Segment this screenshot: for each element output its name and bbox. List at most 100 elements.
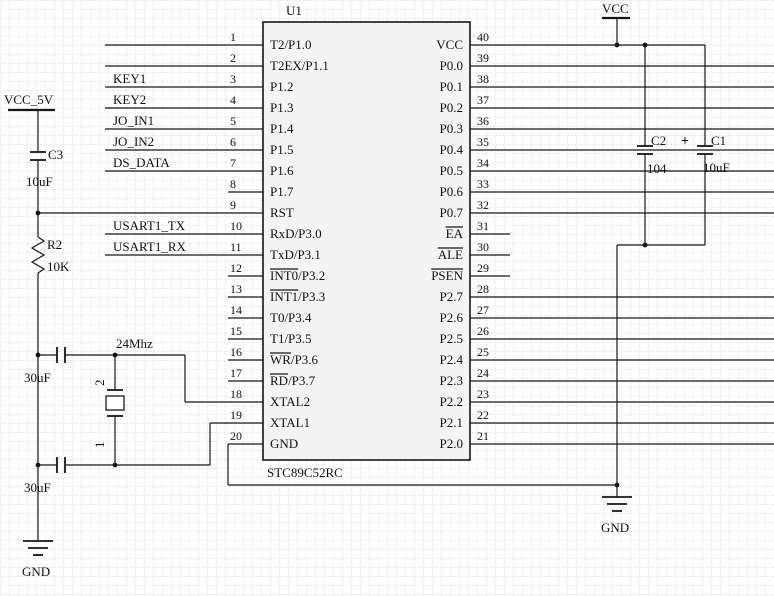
junction-dot <box>35 462 41 468</box>
pin-name: TxD/P3.1 <box>270 247 321 262</box>
ic-designator: U1 <box>286 3 302 18</box>
gnd-symbol-left <box>23 540 53 556</box>
c2-value-label: 104 <box>647 161 667 176</box>
pin-name: P2.2 <box>440 394 463 409</box>
xtal-cap-top <box>38 347 115 363</box>
pin-name: T2/P1.0 <box>270 37 312 52</box>
pin-number: 21 <box>477 429 489 443</box>
xtal-cap-top-value: 30uF <box>24 370 51 385</box>
junction-dot <box>642 42 648 48</box>
net-label: USART1_TX <box>113 218 186 233</box>
right-pins: 40VCC39P0.038P0.137P0.236P0.335P0.434P0.… <box>431 30 774 451</box>
pin-number: 6 <box>230 135 236 149</box>
pin-name: P0.3 <box>440 121 463 136</box>
c1-ref-label: C1 <box>711 133 726 148</box>
pin-number: 36 <box>477 114 489 128</box>
pin-number: 4 <box>230 93 236 107</box>
pin-name: P0.2 <box>440 100 463 115</box>
left-power-branch <box>8 108 55 556</box>
xtal-cap-bottom-value: 30uF <box>24 480 51 495</box>
crystal-value-label: 24Mhz <box>116 336 153 351</box>
pin-name: P1.7 <box>270 184 294 199</box>
pin-number: 26 <box>477 324 489 338</box>
pin-name: P1.4 <box>270 121 294 136</box>
net-label: KEY2 <box>113 92 146 107</box>
pin-number: 7 <box>230 156 236 170</box>
pin-number: 19 <box>230 408 242 422</box>
junction-dot <box>112 462 118 468</box>
pin-name: P1.3 <box>270 100 293 115</box>
pin-name: P0.4 <box>440 142 464 157</box>
pin-number: 32 <box>477 198 489 212</box>
pin-number: 17 <box>230 366 242 380</box>
pin-name: P2.3 <box>440 373 463 388</box>
net-label: KEY1 <box>113 71 146 86</box>
crystal-pin2-label: 2 <box>92 380 107 387</box>
vcc-label: VCC <box>602 1 629 16</box>
junction-dot <box>642 242 648 248</box>
pin-number: 29 <box>477 261 489 275</box>
junctions <box>35 42 648 488</box>
pin-name: XTAL2 <box>270 394 310 409</box>
pin-name: P0.1 <box>440 79 463 94</box>
pin-name: P1.5 <box>270 142 293 157</box>
gnd-symbol-right <box>602 496 632 512</box>
pin-number: 8 <box>230 177 236 191</box>
pin-name: P1.2 <box>270 79 293 94</box>
pin-name: T2EX/P1.1 <box>270 58 329 73</box>
pin-name: P2.1 <box>440 415 463 430</box>
pin-number: 20 <box>230 429 242 443</box>
pin-number: 38 <box>477 72 489 86</box>
c3-ref-label: C3 <box>48 147 63 162</box>
c1-value-label: 10uF <box>703 160 730 175</box>
pin-name: GND <box>270 436 298 451</box>
pin-number: 3 <box>230 72 236 86</box>
junction-dot <box>112 352 118 358</box>
pin-name: P1.6 <box>270 163 294 178</box>
pin-number: 1 <box>230 30 236 44</box>
pin-number: 33 <box>477 177 489 191</box>
pin-number: 31 <box>477 219 489 233</box>
pin-number: 35 <box>477 135 489 149</box>
gnd-route <box>227 444 617 486</box>
r2-ref-label: R2 <box>47 237 62 252</box>
pin-name: ALE <box>438 247 463 262</box>
pin-name: P2.5 <box>440 331 463 346</box>
pin-name: VCC <box>436 37 463 52</box>
pin-name: EA <box>446 226 464 241</box>
pin-name: T1/P3.5 <box>270 331 312 346</box>
c1-polarity-sign: + <box>681 134 689 149</box>
pin-number: 18 <box>230 387 242 401</box>
vcc5v-label: VCC_5V <box>4 92 54 107</box>
pin-name: P0.7 <box>440 205 464 220</box>
net-label: DS_DATA <box>113 155 170 170</box>
